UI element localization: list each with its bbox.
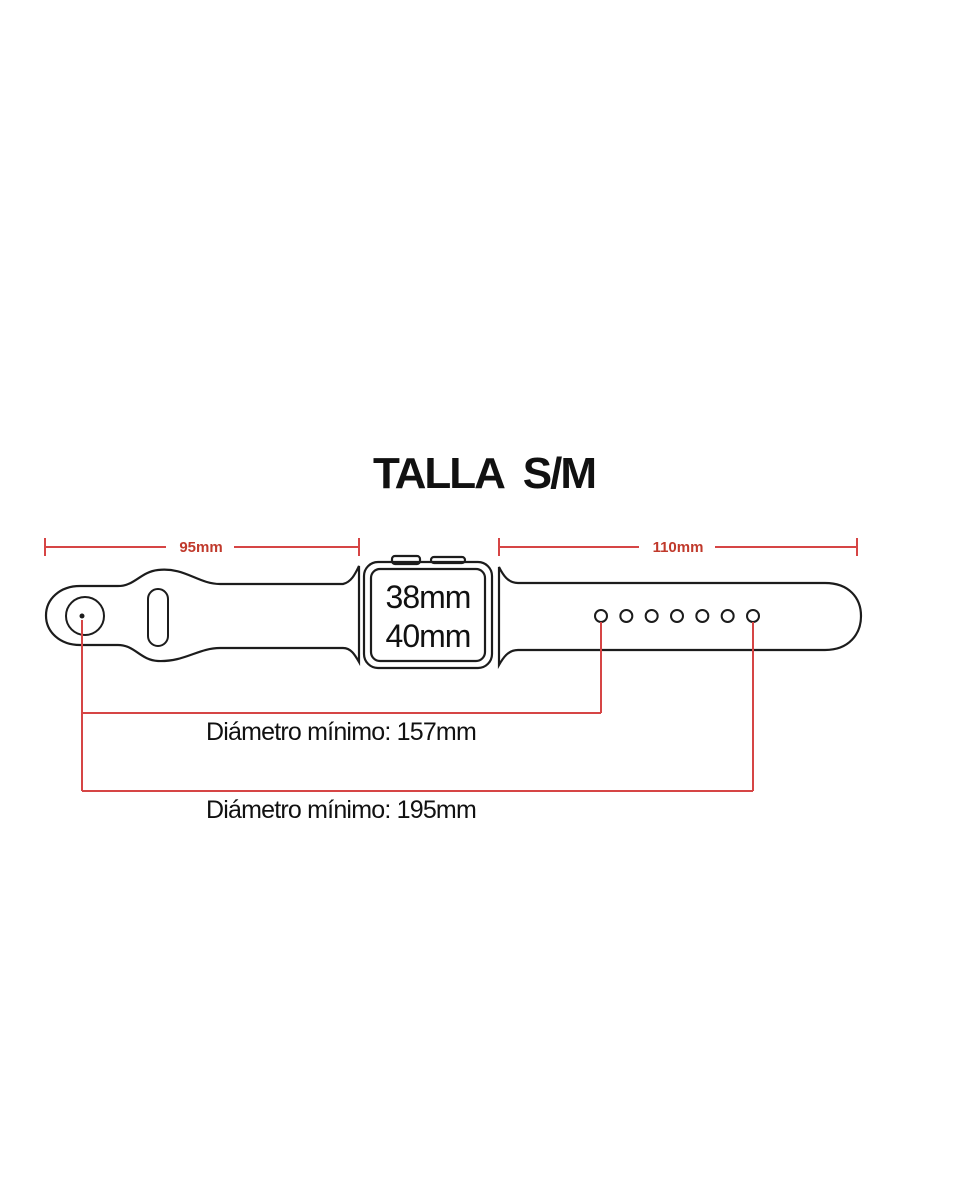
left-strap-dimension bbox=[44, 538, 360, 556]
strap-holes bbox=[594, 609, 760, 623]
circumference-lines bbox=[81, 620, 754, 792]
strap-hole bbox=[594, 609, 608, 623]
watch-size-40: 40mm bbox=[386, 618, 471, 654]
watch-size-38: 38mm bbox=[386, 579, 471, 615]
strap-hole bbox=[720, 609, 735, 623]
strap-keeper-slot bbox=[147, 588, 169, 647]
strap-hole bbox=[746, 609, 760, 623]
strap-hole bbox=[670, 609, 684, 623]
strap-hole bbox=[644, 609, 659, 623]
size-title: TALLA S/M bbox=[373, 449, 595, 498]
strap-pin-circle bbox=[65, 596, 105, 636]
left-strap-length-label: 95mm bbox=[179, 539, 222, 556]
right-strap-dimension bbox=[498, 538, 858, 556]
max-circumference-label: Diámetro mínimo: 195mm bbox=[206, 796, 476, 824]
right-strap-length-label: 110mm bbox=[653, 539, 704, 556]
watch-case bbox=[362, 554, 494, 670]
strap-hole bbox=[619, 609, 634, 623]
left-strap-outline bbox=[44, 565, 361, 667]
strap-pin-dot bbox=[79, 613, 85, 619]
strap-hole bbox=[695, 609, 710, 623]
right-strap-outline bbox=[497, 566, 863, 670]
min-circumference-label: Diámetro mínimo: 157mm bbox=[206, 718, 476, 746]
